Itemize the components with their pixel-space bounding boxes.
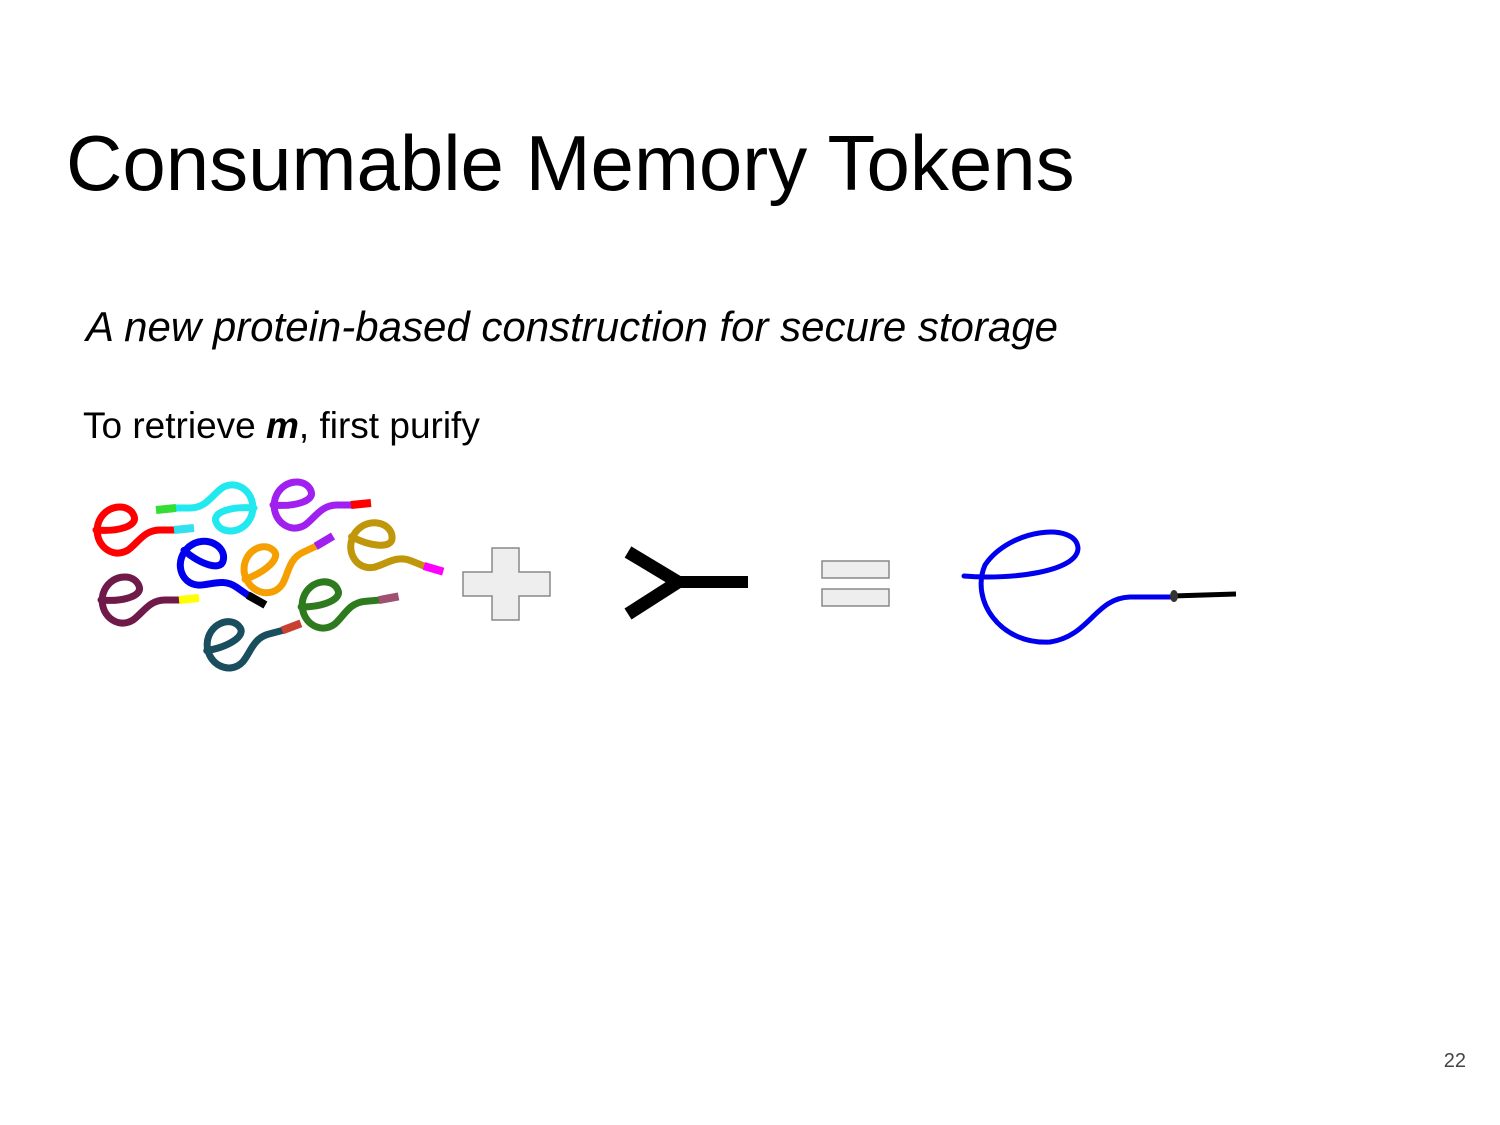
protein-strand-icon [273,482,372,528]
protein-tag [350,499,372,509]
protein-tag [155,504,177,514]
protein-tag [245,591,268,609]
slide-title: Consumable Memory Tokens [66,119,1075,207]
body-prefix: To retrieve [83,405,267,446]
body-text: To retrieve m, first purify [83,405,480,447]
protein-tag [422,562,445,576]
body-suffix: , first purify [298,405,480,446]
protein-strand-icon [171,532,268,626]
protein-tag [178,594,200,604]
protein-strand-icon [235,517,336,600]
protein-tag [313,532,336,550]
purified-protein-icon [961,529,1237,645]
equals-icon [821,560,890,607]
protein-tag [378,592,400,605]
protein-tag [173,524,195,534]
page-number: 22 [1443,1050,1466,1072]
protein-strand-icon [299,575,400,629]
protein-tag [280,619,303,635]
antibody-icon [624,546,748,620]
protein-strand-icon [155,485,254,531]
protein-strand-icon [96,507,195,553]
protein-mixture-icon [96,482,445,673]
protein-strand-icon [201,603,303,673]
slide-subtitle: A new protein-based construction for sec… [86,303,1058,350]
protein-strand-icon [343,515,445,594]
plus-icon [462,547,551,621]
variable-m: m [266,405,299,446]
protein-strand-icon [101,577,200,623]
